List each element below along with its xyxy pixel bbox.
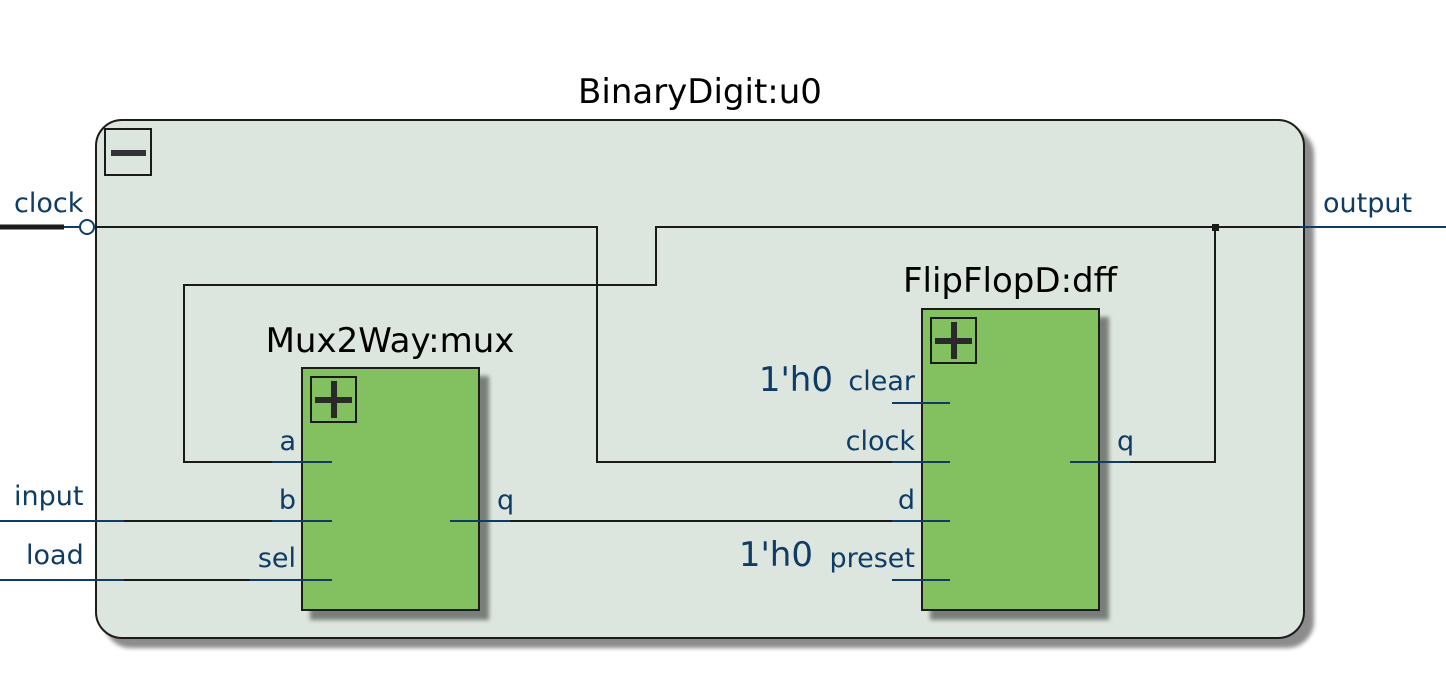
junction-dot (1212, 224, 1219, 231)
plus-icon[interactable] (930, 317, 977, 364)
dff-port-q: q (1117, 426, 1134, 457)
plus-icon[interactable] (310, 376, 357, 423)
outer-module-title: BinaryDigit:u0 (578, 72, 822, 112)
minus-icon[interactable] (104, 128, 152, 176)
dff-body (921, 308, 1100, 611)
dff-port-d: d (898, 485, 915, 516)
port-output-external[interactable]: output (1276, 188, 1446, 228)
mux-port-sel: sel (258, 543, 296, 574)
port-clock-external[interactable]: clock (0, 188, 95, 235)
mux-block[interactable]: Mux2Way:mux a b sel q (250, 321, 515, 611)
dff-block[interactable]: FlipFlopD:dff clear clock d preset q 1'h… (739, 261, 1134, 611)
mux-port-q: q (497, 485, 514, 516)
dff-port-preset: preset (829, 543, 915, 574)
mux-body (301, 367, 480, 611)
port-load-external[interactable]: load (0, 540, 124, 581)
dff-preset-constant: 1'h0 (739, 535, 813, 575)
wire-feedback[interactable] (183, 226, 1216, 463)
mux-title: Mux2Way:mux (266, 321, 515, 361)
port-input-external[interactable]: input (0, 481, 124, 522)
inverter-bubble (79, 219, 95, 235)
dff-port-clock: clock (846, 426, 916, 457)
dff-title: FlipFlopD:dff (903, 261, 1119, 301)
port-input-label: input (14, 481, 83, 512)
wire-clock[interactable] (96, 226, 922, 463)
mux-port-a: a (279, 426, 296, 457)
port-output-label: output (1323, 188, 1412, 219)
wires (96, 224, 1300, 581)
port-clock-label: clock (14, 188, 84, 219)
mux-port-b: b (279, 485, 296, 516)
port-load-label: load (26, 540, 84, 571)
dff-port-clear: clear (848, 366, 916, 397)
dff-clear-constant: 1'h0 (759, 360, 833, 400)
